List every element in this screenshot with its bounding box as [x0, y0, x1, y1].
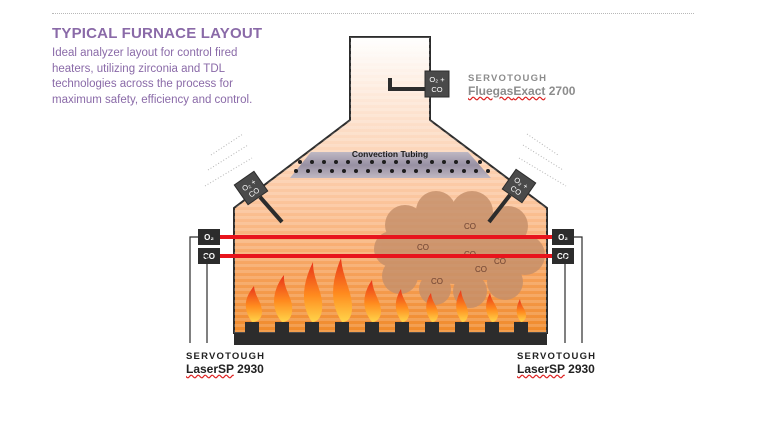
left-co-analyzer: CO [198, 248, 220, 264]
probe-ray-marks [204, 133, 567, 187]
burner-flames [245, 258, 527, 322]
left-o2-analyzer: O₂ [198, 229, 220, 245]
svg-text:O₂ +: O₂ + [429, 75, 445, 84]
smoke-co-label: CO [431, 277, 443, 286]
smoke-co-label: CO [494, 257, 506, 266]
laser-beam-co [220, 254, 552, 258]
svg-text:O₂: O₂ [204, 233, 214, 242]
smoke-co-label: CO [464, 222, 476, 231]
svg-text:CO: CO [431, 85, 442, 94]
right-lasersp-label: SERVOTOUGH LaserSP 2930 [517, 351, 597, 376]
right-co-analyzer: CO [552, 248, 574, 264]
svg-text:CO: CO [557, 252, 569, 261]
convection-tubing-label: Convection Tubing [352, 149, 428, 159]
laser-beam-o2 [220, 235, 552, 239]
svg-text:O₂: O₂ [558, 233, 568, 242]
left-lasersp-label: SERVOTOUGH LaserSP 2930 [186, 351, 266, 376]
page-title: TYPICAL FURNACE LAYOUT [52, 25, 263, 42]
smoke-co-label: CO [475, 265, 487, 274]
analyzer-connector-lines [189, 236, 583, 343]
page-description: Ideal analyzer layout for control fired … [52, 47, 253, 106]
convection-tubes [294, 160, 490, 173]
left-probe-analyzer: O₂ + CO [233, 170, 269, 206]
top-probe-analyzer: O₂ + CO [388, 70, 450, 98]
smoke-co-label: CO [417, 243, 429, 252]
top-divider [52, 13, 694, 14]
right-probe-analyzer: O₂ + CO [501, 168, 537, 204]
svg-text:CO: CO [203, 252, 215, 261]
right-o2-analyzer: O₂ [552, 229, 574, 245]
burner-row [234, 322, 547, 345]
fluegasexact-label: SERVOTOUGH FluegasExact 2700 [468, 73, 576, 98]
